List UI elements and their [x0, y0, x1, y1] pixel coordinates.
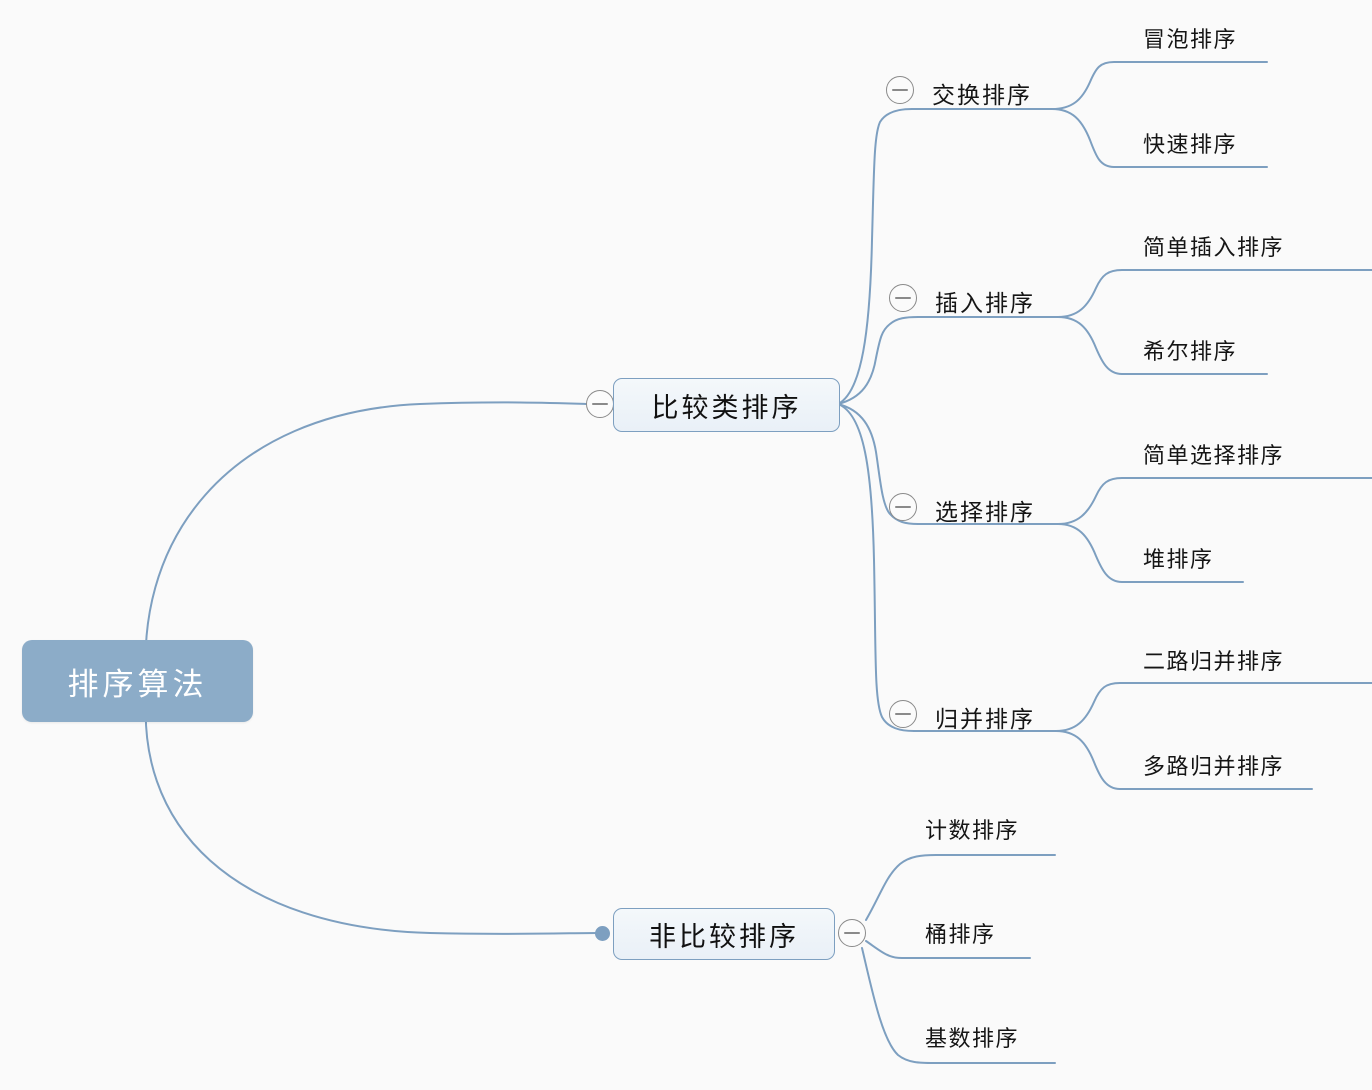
- sub-node-merge[interactable]: 归并排序: [935, 700, 1035, 734]
- sub-node-exchange[interactable]: 交换排序: [932, 76, 1032, 110]
- leaf-node-quick-sort[interactable]: 快速排序: [1143, 127, 1237, 159]
- leaf-node-counting-sort-label: 计数排序: [925, 818, 1020, 843]
- link-comparison-to-selection: [837, 403, 919, 525]
- link-comparison-to-exchange: [837, 108, 913, 405]
- leaf-node-bucket-sort[interactable]: 桶排序: [925, 917, 996, 949]
- link-noncomparison-to-bucket: [865, 940, 1031, 959]
- root-node[interactable]: 排序算法: [22, 640, 253, 722]
- link-noncomparison-to-counting: [865, 854, 1056, 921]
- leaf-node-radix-sort[interactable]: 基数排序: [925, 1021, 1019, 1053]
- collapse-minus-icon-exchange[interactable]: [886, 76, 914, 104]
- leaf-node-two-way-merge-sort-label: 二路归并排序: [1143, 649, 1285, 674]
- sub-node-selection[interactable]: 选择排序: [935, 493, 1035, 527]
- leaf-node-bucket-sort-label: 桶排序: [925, 922, 996, 947]
- leaf-node-simple-selection-sort-label: 简单选择排序: [1143, 443, 1285, 468]
- link-merge-fork: [913, 682, 1372, 732]
- collapse-minus-icon-insertion[interactable]: [889, 284, 917, 312]
- branch-node-noncomparison-label: 非比较排序: [649, 921, 799, 952]
- leaf-node-multi-way-merge-sort-label: 多路归并排序: [1143, 754, 1285, 779]
- leaf-node-two-way-merge-sort[interactable]: 二路归并排序: [1143, 644, 1284, 676]
- leaf-node-multi-way-merge-sort[interactable]: 多路归并排序: [1143, 749, 1284, 781]
- branch-node-comparison-label: 比较类排序: [651, 392, 802, 423]
- link-exchange-fork-lower: [1051, 108, 1268, 168]
- sub-node-insertion-label: 插入排序: [935, 291, 1035, 316]
- link-merge-fork-lower: [1055, 730, 1313, 790]
- branch-node-noncomparison[interactable]: 非比较排序: [613, 908, 835, 960]
- sub-node-selection-label: 选择排序: [935, 500, 1035, 525]
- leaf-node-shell-sort-label: 希尔排序: [1143, 339, 1238, 364]
- link-root-to-comparison: [144, 401, 587, 701]
- leaf-node-bubble-sort[interactable]: 冒泡排序: [1143, 22, 1237, 54]
- leaf-node-shell-sort[interactable]: 希尔排序: [1143, 334, 1237, 366]
- collapse-minus-icon-noncomparison[interactable]: [838, 919, 866, 947]
- link-comparison-to-merge: [837, 403, 915, 732]
- link-noncomparison-to-radix: [861, 947, 1056, 1064]
- collapse-minus-icon-merge[interactable]: [889, 700, 917, 728]
- leaf-node-simple-insertion-sort-label: 简单插入排序: [1143, 235, 1285, 260]
- leaf-node-simple-insertion-sort[interactable]: 简单插入排序: [1143, 230, 1284, 262]
- collapse-minus-icon-selection[interactable]: [889, 493, 917, 521]
- leaf-node-simple-selection-sort[interactable]: 简单选择排序: [1143, 438, 1284, 470]
- leaf-node-radix-sort-label: 基数排序: [925, 1026, 1020, 1051]
- leaf-node-quick-sort-label: 快速排序: [1143, 132, 1238, 157]
- sub-node-exchange-label: 交换排序: [932, 83, 1032, 108]
- sub-node-merge-label: 归并排序: [935, 707, 1035, 732]
- leaf-node-heap-sort[interactable]: 堆排序: [1143, 542, 1214, 574]
- collapse-minus-icon-comparison[interactable]: [586, 390, 614, 418]
- bullet-dot-icon-noncomparison: [595, 926, 610, 941]
- link-root-to-noncomparison: [144, 677, 599, 935]
- link-selection-fork: [917, 477, 1372, 525]
- leaf-node-heap-sort-label: 堆排序: [1143, 547, 1214, 572]
- root-node-label: 排序算法: [67, 666, 208, 702]
- link-insertion-fork: [917, 269, 1372, 318]
- link-selection-fork-lower: [1057, 523, 1244, 583]
- sub-node-insertion[interactable]: 插入排序: [935, 284, 1035, 318]
- link-comparison-to-insertion: [837, 316, 919, 405]
- leaf-node-counting-sort[interactable]: 计数排序: [925, 813, 1019, 845]
- leaf-node-bubble-sort-label: 冒泡排序: [1143, 27, 1238, 52]
- link-exchange-fork: [911, 61, 1268, 110]
- link-insertion-fork-lower: [1057, 316, 1268, 375]
- branch-node-comparison[interactable]: 比较类排序: [613, 378, 840, 432]
